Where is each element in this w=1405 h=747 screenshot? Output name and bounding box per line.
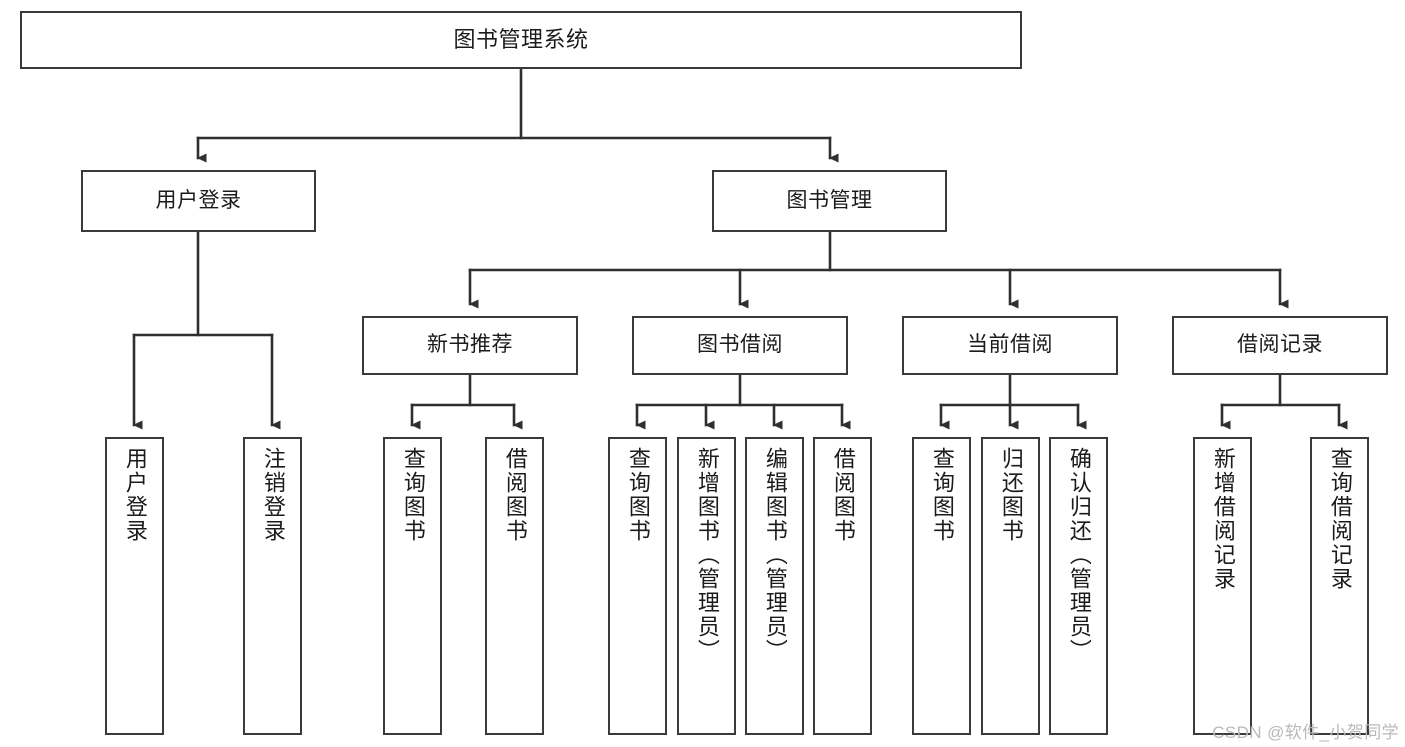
node-label: 查询图书 — [625, 447, 651, 543]
node-label: 新增图书（管理员） — [694, 447, 720, 663]
node-book-borrow[interactable]: 图书借阅 — [632, 316, 848, 375]
leaf-query-book-recommend[interactable]: 查询图书 — [383, 437, 442, 735]
node-book-management[interactable]: 图书管理 — [712, 170, 947, 232]
leaf-confirm-return-admin[interactable]: 确认归还（管理员） — [1049, 437, 1108, 735]
node-label: 确认归还（管理员） — [1066, 447, 1092, 663]
node-label: 查询图书 — [929, 447, 955, 543]
leaf-query-book-borrow[interactable]: 查询图书 — [608, 437, 667, 735]
leaf-query-borrow-record[interactable]: 查询借阅记录 — [1310, 437, 1369, 735]
node-label: 注销登录 — [260, 447, 286, 543]
leaf-edit-book-admin[interactable]: 编辑图书（管理员） — [745, 437, 804, 735]
node-label: 用户登录 — [122, 447, 148, 543]
leaf-query-book-current[interactable]: 查询图书 — [912, 437, 971, 735]
leaf-add-book-admin[interactable]: 新增图书（管理员） — [677, 437, 736, 735]
node-label: 查询借阅记录 — [1327, 447, 1353, 591]
leaf-logout-login[interactable]: 注销登录 — [243, 437, 302, 735]
node-label: 借阅记录 — [1237, 333, 1323, 357]
node-label: 借阅图书 — [502, 447, 528, 543]
node-label: 新书推荐 — [427, 333, 513, 357]
watermark: CSDN @软件_小贺同学 — [1212, 723, 1399, 742]
node-user-login[interactable]: 用户登录 — [81, 170, 316, 232]
leaf-user-login[interactable]: 用户登录 — [105, 437, 164, 735]
node-label: 当前借阅 — [967, 333, 1053, 357]
node-label: 编辑图书（管理员） — [762, 447, 788, 663]
node-borrow-record[interactable]: 借阅记录 — [1172, 316, 1388, 375]
node-label: 图书管理系统 — [453, 27, 589, 53]
leaf-borrow-book-borrow[interactable]: 借阅图书 — [813, 437, 872, 735]
leaf-return-book[interactable]: 归还图书 — [981, 437, 1040, 735]
node-label: 归还图书 — [998, 447, 1024, 543]
node-root-book-management-system[interactable]: 图书管理系统 — [20, 11, 1022, 69]
node-label: 借阅图书 — [830, 447, 856, 543]
node-label: 新增借阅记录 — [1210, 447, 1236, 591]
node-label: 查询图书 — [400, 447, 426, 543]
node-current-borrow[interactable]: 当前借阅 — [902, 316, 1118, 375]
leaf-add-borrow-record[interactable]: 新增借阅记录 — [1193, 437, 1252, 735]
node-label: 图书借阅 — [697, 333, 783, 357]
node-new-book-recommend[interactable]: 新书推荐 — [362, 316, 578, 375]
leaf-borrow-book-recommend[interactable]: 借阅图书 — [485, 437, 544, 735]
node-label: 图书管理 — [786, 188, 873, 212]
node-label: 用户登录 — [155, 188, 242, 212]
